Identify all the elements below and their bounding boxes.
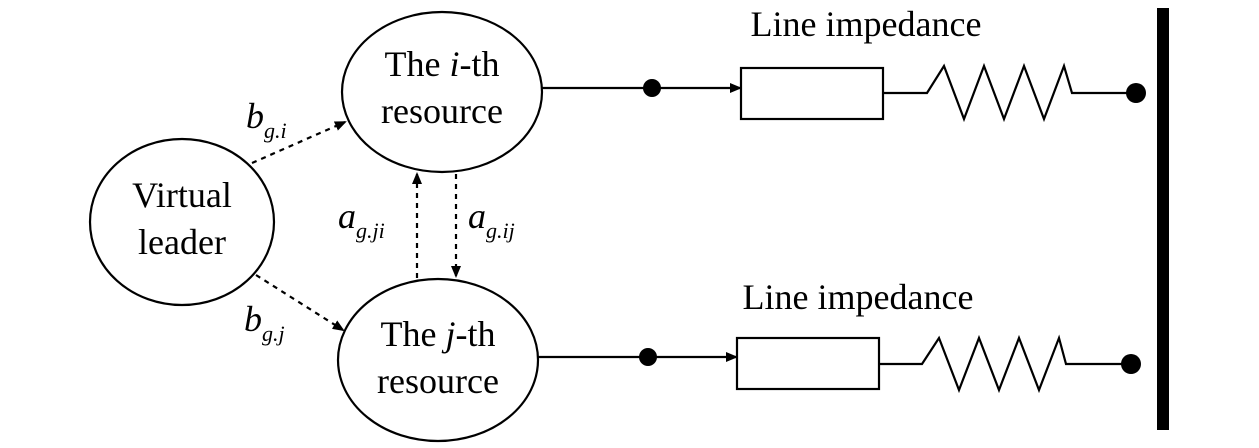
resource-j-label-line2: resource xyxy=(377,361,499,401)
edge-leader-to-i xyxy=(251,120,347,165)
resource-j-index: j xyxy=(441,314,455,354)
top-line-impedance-label: Line impedance xyxy=(751,4,982,44)
virtual-leader-label-line2: leader xyxy=(138,222,226,262)
resource-j-node: The j-th resource xyxy=(336,277,540,443)
coef-a-gij: ag.ij xyxy=(468,196,515,243)
bottom-line-node-dot xyxy=(639,348,657,366)
resource-j-prefix: The xyxy=(381,314,446,354)
resource-i-label-line1: The i-th xyxy=(385,44,500,84)
resource-i-prefix: The xyxy=(385,44,450,84)
top-line-reactance-box xyxy=(739,66,885,121)
bus-bar xyxy=(1157,8,1169,430)
resource-j-label-line1: The j-th xyxy=(381,314,496,354)
resource-i-node: The i-th resource xyxy=(340,10,544,174)
coef-a-gij-subscript: g.ij xyxy=(486,218,515,243)
bottom-line-bus-dot xyxy=(1121,354,1141,374)
top-line-circuit: Line impedance xyxy=(542,4,1146,123)
virtual-leader-label-line1: Virtual xyxy=(132,175,232,215)
coef-a-gji: ag.ji xyxy=(338,196,385,243)
resource-j-suffix: -th xyxy=(455,314,495,354)
coef-a-gji-subscript: g.ji xyxy=(356,218,385,243)
resource-i-index: i xyxy=(449,44,459,84)
bottom-line-resistor xyxy=(879,334,1131,394)
top-line-resistor xyxy=(883,62,1136,123)
bottom-line-impedance-label: Line impedance xyxy=(743,277,974,317)
coef-b-gj: bg.j xyxy=(244,299,285,346)
coef-b-gi: bg.i xyxy=(246,96,287,143)
bottom-line-circuit: Line impedance xyxy=(538,277,1141,394)
edge-leader-to-j xyxy=(255,274,345,332)
coef-a-gji-symbol: a xyxy=(338,196,356,236)
coef-b-gi-symbol: b xyxy=(246,96,264,136)
virtual-leader-node: Virtual leader xyxy=(88,137,276,307)
coef-b-gi-subscript: g.i xyxy=(264,118,287,143)
coef-a-gij-symbol: a xyxy=(468,196,486,236)
coef-b-gj-symbol: b xyxy=(244,299,262,339)
top-line-node-dot xyxy=(643,79,661,97)
resource-i-suffix: -th xyxy=(459,44,499,84)
coef-b-gj-subscript: g.j xyxy=(262,321,285,346)
top-line-bus-dot xyxy=(1126,83,1146,103)
resource-i-label-line2: resource xyxy=(381,91,503,131)
bottom-line-reactance-box xyxy=(735,336,881,391)
